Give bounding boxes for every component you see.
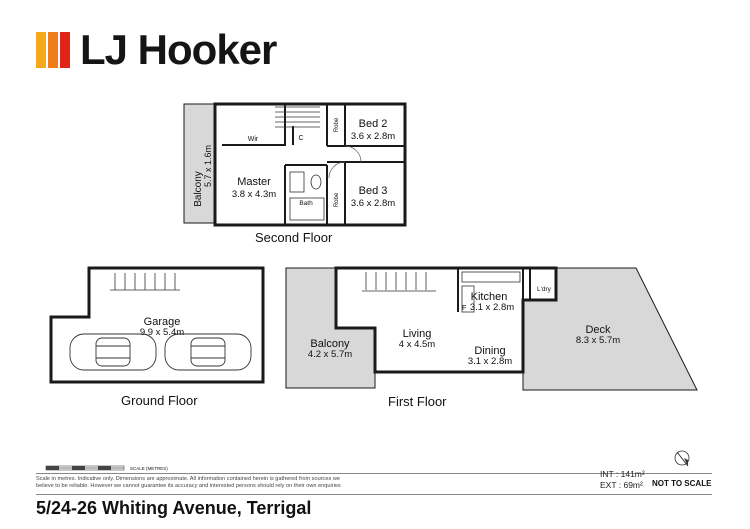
footer-top-rule [36, 473, 712, 474]
robe-upper-label: Robe [334, 117, 340, 132]
kitchen-name: Kitchen [471, 291, 508, 303]
robe-lower-label: Robe [334, 192, 340, 207]
first-floor-outer-wall [334, 266, 558, 374]
garage-dims: 9.9 x 5.4m [140, 327, 184, 338]
kitchen-prefix: F [462, 305, 466, 312]
toilet [310, 174, 322, 190]
second-balcony-dims: 5.7 x 1.6m [203, 145, 213, 187]
garage-name: Garage [144, 316, 181, 328]
car-left-icon [69, 333, 157, 371]
shower-base [289, 171, 305, 193]
property-address: 5/24-26 Whiting Avenue, Terrigal [36, 498, 312, 518]
external-area: EXT : 69m² [600, 480, 643, 490]
logo-bar-red [60, 32, 70, 68]
disclaimer-line: Scale in metres. Indicative only. Dimens… [36, 476, 340, 482]
bed2-dims: 3.6 x 2.8m [351, 131, 395, 142]
kitchen-bench [461, 271, 521, 283]
bed3-name: Bed 3 [359, 185, 388, 197]
bath-label: Bath [299, 200, 313, 207]
laundry-label: L'dry [537, 286, 552, 293]
second-balcony-name: Balcony [193, 171, 204, 207]
bed3-dims: 3.6 x 2.8m [351, 198, 395, 209]
dining-name: Dining [474, 345, 505, 357]
living-dims: 4 x 4.5m [399, 339, 436, 350]
ground-floor-stairs [110, 273, 180, 291]
logo-bar-orange [48, 32, 58, 68]
living-name: Living [403, 328, 432, 340]
second-floor-internal-walls [222, 104, 405, 225]
car-right-icon [164, 333, 252, 371]
bed2-door-swing [344, 145, 362, 163]
internal-area: INT : 141m² [600, 469, 645, 479]
second-floor-caption: Second Floor [255, 230, 333, 245]
bed3-door-swing [328, 161, 346, 179]
scale-bar: SCALE (METRES) [45, 465, 168, 471]
deck-name: Deck [585, 324, 611, 336]
scale-label: SCALE (METRES) [130, 466, 168, 471]
ground-floor-plan: Garage 9.9 x 5.4m [49, 266, 265, 384]
bath-tub [289, 197, 325, 221]
first-floor-plan: Balcony 4.2 x 5.7m Living 4 x 4.5m Kitch… [285, 266, 698, 391]
logo-bar-yellow [36, 32, 46, 68]
first-floor-stairs [362, 272, 436, 292]
first-floor-caption: First Floor [388, 394, 447, 409]
north-compass-icon [674, 450, 690, 467]
master-name: Master [237, 176, 271, 188]
bed2-name: Bed 2 [359, 118, 388, 130]
dining-dims: 3.1 x 2.8m [468, 356, 512, 367]
disclaimer: Scale in metres. Indicative only. Dimens… [36, 476, 366, 490]
first-floor-internal-walls [457, 268, 531, 312]
second-floor-plan: Balcony 5.7 x 1.6m Master 3.8 x 4.3m Bed… [183, 102, 407, 227]
cupboard-label: C [298, 135, 303, 142]
wir-label: Wir [248, 136, 259, 143]
not-to-scale-label: NOT TO SCALE [652, 479, 712, 488]
first-balcony-dims: 4.2 x 5.7m [308, 349, 352, 360]
footer-bottom-rule [36, 494, 712, 495]
deck-dims: 8.3 x 5.7m [576, 335, 620, 346]
brand-name: LJ Hooker [80, 26, 277, 73]
kitchen-dims: 3.1 x 2.8m [470, 302, 514, 313]
disclaimer-line: believe to be reliable. However we canno… [36, 483, 341, 489]
master-dims: 3.8 x 4.3m [232, 189, 276, 200]
second-floor-stairs [275, 106, 320, 128]
ground-floor-caption: Ground Floor [121, 393, 198, 408]
first-balcony-name: Balcony [310, 338, 350, 350]
second-floor-balcony [183, 103, 216, 224]
kitchen-island [461, 285, 475, 313]
